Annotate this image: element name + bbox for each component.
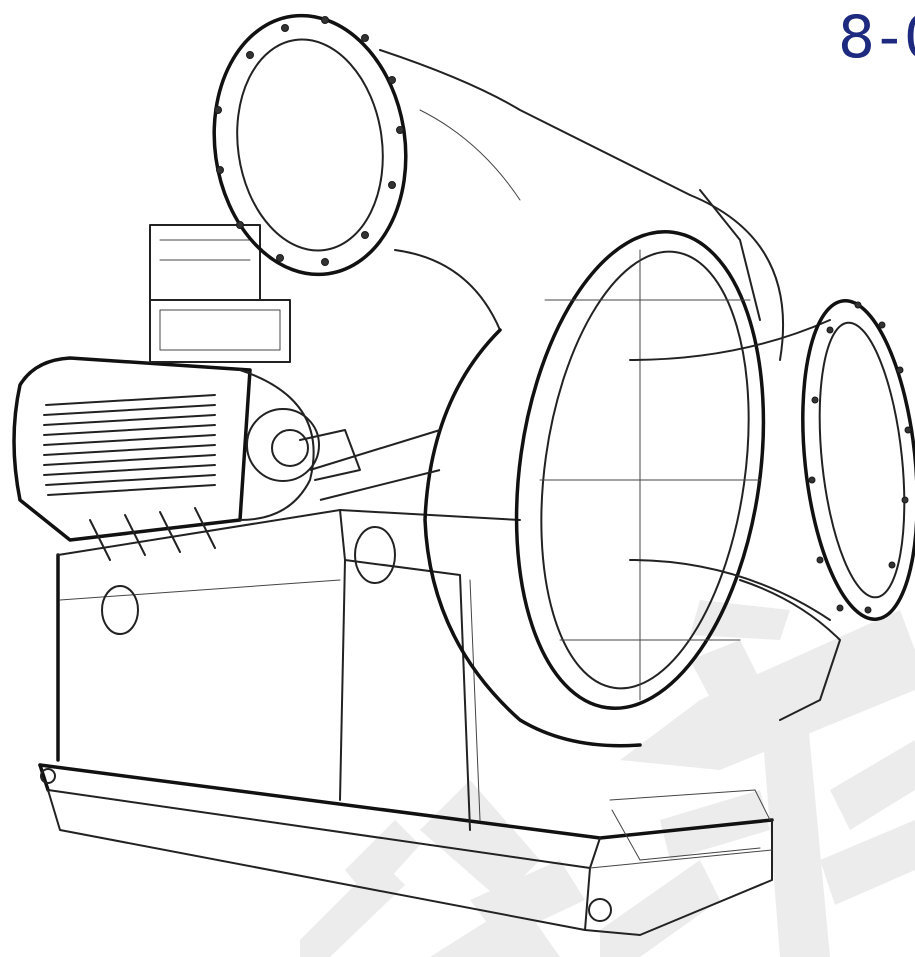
model-number-title: 8-0 <box>838 3 915 71</box>
inlet-cone <box>629 299 915 721</box>
motor <box>12 224 361 561</box>
outlet-duct <box>212 13 691 331</box>
volute-casing <box>423 189 785 748</box>
base-frame <box>38 763 774 936</box>
pedestal <box>56 509 521 831</box>
